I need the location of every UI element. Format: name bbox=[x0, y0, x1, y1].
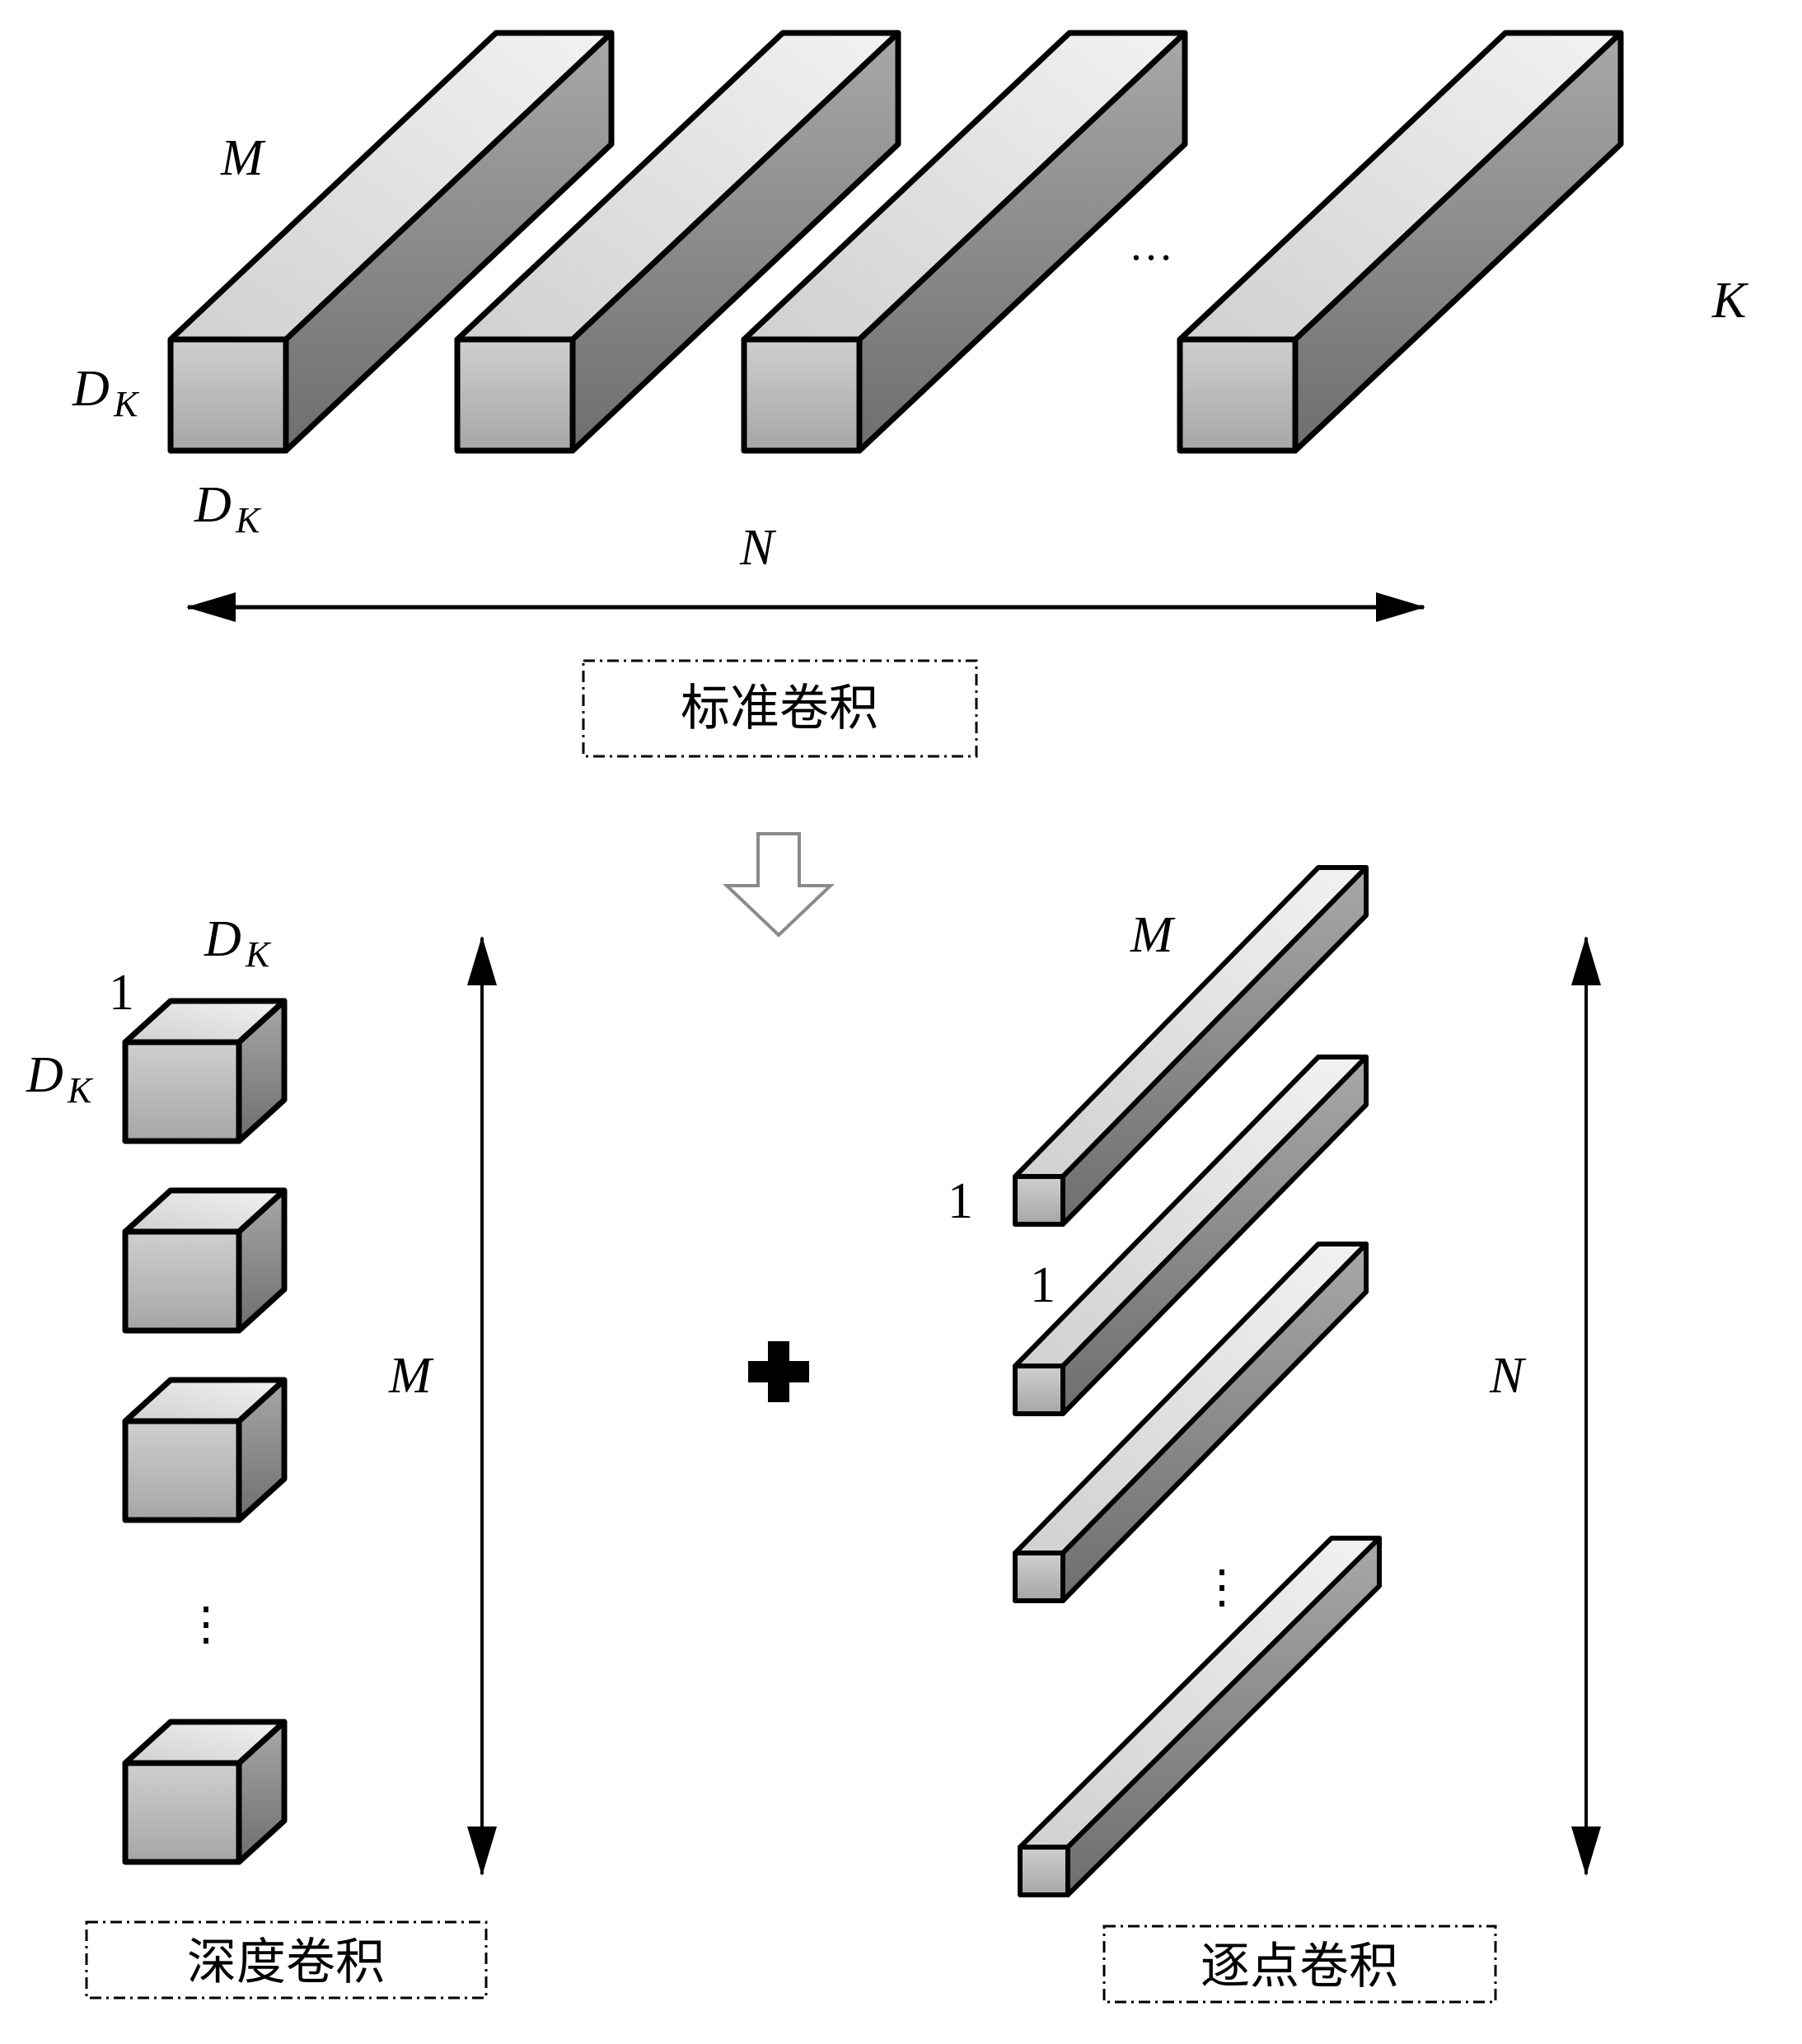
pw-ellipsis: ⋮ bbox=[1199, 1562, 1245, 1613]
std-height-label-main: D bbox=[72, 361, 110, 417]
dw-depth-label: 1 bbox=[109, 965, 134, 1021]
dw-height-label-sub: K bbox=[67, 1070, 94, 1111]
std-width-label: D K bbox=[194, 477, 262, 540]
std-height-label: D K bbox=[72, 361, 140, 424]
std-count-label: N bbox=[739, 520, 777, 576]
dw-width-label-sub: K bbox=[245, 934, 272, 975]
hollow-down-arrow-icon bbox=[723, 832, 835, 938]
dw-width-label-main: D bbox=[204, 911, 241, 967]
dw-kernel-2 bbox=[122, 1187, 288, 1334]
pw-kernel-4 bbox=[1018, 1536, 1382, 1897]
dw-ellipsis: ⋮ bbox=[183, 1599, 229, 1650]
std-label: 标准卷积 bbox=[681, 680, 878, 737]
pw-kernel-3 bbox=[1013, 1242, 1369, 1603]
pw-kernel-2 bbox=[1013, 1055, 1369, 1416]
front-face bbox=[122, 1039, 242, 1144]
std-label-frame bbox=[582, 659, 978, 758]
front-face bbox=[1013, 1174, 1065, 1227]
plus-icon bbox=[748, 1341, 809, 1402]
pw-height-label: 1 bbox=[948, 1173, 973, 1229]
pw-count-label: N bbox=[1489, 1348, 1527, 1404]
std-kernel-4 bbox=[1177, 30, 1624, 454]
pw-label: 逐点卷积 bbox=[1201, 1938, 1398, 1995]
dw-height-label: D K bbox=[26, 1047, 94, 1111]
dw-label: 深度卷积 bbox=[187, 1934, 385, 1991]
std-kernel-2 bbox=[454, 30, 901, 454]
std-depth-label: M bbox=[220, 130, 266, 186]
front-face bbox=[167, 336, 289, 454]
standard-conv-kernels bbox=[167, 30, 1624, 454]
dw-height-label-main: D bbox=[26, 1047, 63, 1103]
dw-count-label: M bbox=[388, 1348, 434, 1404]
dw-kernel-4 bbox=[122, 1719, 288, 1865]
front-face bbox=[122, 1228, 242, 1334]
pw-label-frame bbox=[1102, 1925, 1497, 2004]
std-ellipsis: … bbox=[1129, 220, 1173, 269]
std-width-label-sub: K bbox=[235, 500, 262, 540]
pw-depth-label: M bbox=[1130, 907, 1176, 963]
front-face bbox=[1177, 336, 1299, 454]
front-face bbox=[1013, 1551, 1065, 1603]
front-face bbox=[122, 1760, 242, 1865]
dw-kernel-1 bbox=[122, 998, 288, 1144]
dw-label-frame bbox=[85, 1920, 488, 2000]
front-face bbox=[454, 336, 576, 454]
dw-kernel-3 bbox=[122, 1377, 288, 1523]
std-side-label: K bbox=[1711, 273, 1749, 329]
pw-width-label: 1 bbox=[1030, 1257, 1055, 1313]
pointwise-kernels bbox=[1013, 865, 1382, 1897]
front-face bbox=[1013, 1363, 1065, 1416]
front-face bbox=[122, 1418, 242, 1523]
std-kernel-1 bbox=[167, 30, 615, 454]
dw-width-label: D K bbox=[204, 911, 272, 975]
std-width-label-main: D bbox=[194, 477, 232, 533]
depthwise-kernels bbox=[122, 998, 288, 1865]
front-face bbox=[1018, 1845, 1070, 1897]
pw-kernel-1 bbox=[1013, 865, 1369, 1227]
front-face bbox=[741, 336, 863, 454]
std-height-label-sub: K bbox=[113, 384, 140, 424]
std-kernel-3 bbox=[741, 30, 1188, 454]
